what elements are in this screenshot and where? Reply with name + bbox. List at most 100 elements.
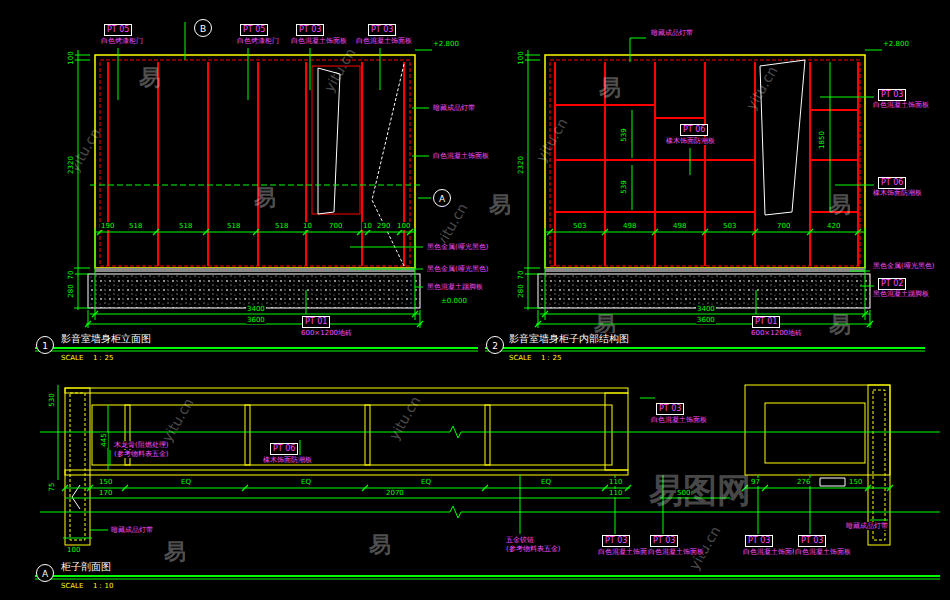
material-tag: PT 05 xyxy=(240,24,268,36)
tag-code: PT 01 xyxy=(755,317,777,326)
tag-code: PT 03 xyxy=(748,536,770,545)
dimension-text: 498 xyxy=(672,222,687,230)
view-title: 影音室墙身柜子内部结构图 xyxy=(508,333,630,345)
view-title: 影音室墙身柜立面图 xyxy=(60,333,152,345)
note-text: 白色混凝土饰面板 xyxy=(742,548,800,556)
dimension-text: 539 xyxy=(620,127,628,142)
tag-code: PT 06 xyxy=(273,444,295,453)
dimension-text: 70 xyxy=(517,270,525,281)
section-symbol: A xyxy=(433,189,451,207)
note-text: 橡木饰面防潮板 xyxy=(872,189,923,197)
note-text: 白色混凝土饰面板 xyxy=(355,37,413,45)
dimension-text: 503 xyxy=(572,222,587,230)
watermark: 易图网 xyxy=(648,470,752,511)
watermark: yitu.cn xyxy=(158,394,197,445)
dimension-text: 3600 xyxy=(696,316,716,324)
dimension-text: +2.800 xyxy=(432,40,460,48)
note-text: 白色混凝土饰面板 xyxy=(432,152,490,160)
watermark: 易 xyxy=(488,192,512,218)
dimension-text: 539 xyxy=(620,179,628,194)
note-text: 木龙骨(阻燃处理) xyxy=(113,441,169,449)
note-text: 白色烤漆柜门 xyxy=(100,37,144,45)
material-tag: PT 06 xyxy=(680,124,708,136)
dimension-text: 2320 xyxy=(517,155,525,175)
material-tag: PT 03 xyxy=(656,403,684,415)
note-text: 黑色混凝土踢脚板 xyxy=(872,290,930,298)
note-text: 暗藏成品灯带 xyxy=(110,526,154,534)
dimension-text: 150 xyxy=(98,478,113,486)
note-text: 五金铰链 xyxy=(505,536,535,544)
note-text: 黑色金属(哑光黑色) xyxy=(426,243,489,251)
material-tag: PT 02 xyxy=(878,278,906,290)
note-text: 白色混凝土饰面板 xyxy=(290,37,348,45)
dimension-text: 500 xyxy=(676,489,691,497)
tag-code: PT 05 xyxy=(107,25,129,34)
dimension-text: ±0.000 xyxy=(440,297,468,305)
watermark: 易 xyxy=(828,192,852,218)
note-text: 黑色金属(哑光黑色) xyxy=(426,265,489,273)
tag-code: PT 03 xyxy=(299,25,321,34)
note-text: 橡木饰面防潮板 xyxy=(665,137,716,145)
dimension-text: 518 xyxy=(178,222,193,230)
dimension-text: EQ xyxy=(540,478,552,486)
note-text: 橡木饰面防潮板 xyxy=(262,456,313,464)
material-tag: PT 03 xyxy=(602,535,630,547)
dimension-text: 100 xyxy=(67,50,75,65)
tag-code: PT 06 xyxy=(881,178,903,187)
material-tag: PT 06 xyxy=(878,177,906,189)
tag-code: PT 03 xyxy=(653,536,675,545)
tag-code: PT 06 xyxy=(683,125,705,134)
dimension-text: EQ xyxy=(420,478,432,486)
material-tag: PT 03 xyxy=(745,535,773,547)
dimension-text: 100 xyxy=(396,222,411,230)
dimension-text: 498 xyxy=(622,222,637,230)
watermark: 易 xyxy=(163,539,187,565)
note-text: 黑色金属(哑光黑色) xyxy=(872,262,935,270)
material-tag: PT 03 xyxy=(650,535,678,547)
symbol-letter: 2 xyxy=(492,341,498,351)
note-text: 暗藏成品灯带 xyxy=(650,29,694,37)
scale-text: 1：25 xyxy=(540,354,562,362)
dimension-text: 518 xyxy=(128,222,143,230)
material-tag: PT 01 xyxy=(752,316,780,328)
dimension-text: 97 xyxy=(750,478,761,486)
dimension-text: 100 xyxy=(517,50,525,65)
section-symbol: A xyxy=(36,564,54,582)
dimension-text: 110 xyxy=(608,478,623,486)
dimension-text: 280 xyxy=(517,283,525,298)
dimension-text: 700 xyxy=(776,222,791,230)
note-text: 600×1200地砖 xyxy=(750,329,803,337)
dimension-text: 420 xyxy=(826,222,841,230)
material-tag: PT 03 xyxy=(878,89,906,101)
note-text: 白色混凝土饰面板 xyxy=(647,548,705,556)
dimension-text: 503 xyxy=(722,222,737,230)
symbol-letter: B xyxy=(200,24,206,34)
symbol-letter: A xyxy=(439,194,445,204)
note-text: 暗藏成品灯带 xyxy=(432,104,476,112)
dimension-text: 3400 xyxy=(246,305,266,313)
note-text: 白色混凝土饰面板 xyxy=(872,101,930,109)
dimension-text: 518 xyxy=(274,222,289,230)
note-text: 黑色混凝土踢脚板 xyxy=(426,283,484,291)
dimension-text: 3400 xyxy=(696,305,716,313)
note-text: 暗藏成品灯带 xyxy=(845,522,889,530)
watermark: 易 xyxy=(138,65,162,91)
note-text: 600×1200地砖 xyxy=(300,329,353,337)
dimension-text: 280 xyxy=(67,283,75,298)
tag-code: PT 03 xyxy=(659,404,681,413)
symbol-letter: 1 xyxy=(42,341,48,351)
dimension-text: +2.800 xyxy=(882,40,910,48)
tag-code: PT 03 xyxy=(801,536,823,545)
dimension-text: 110 xyxy=(608,489,623,497)
material-tag: PT 03 xyxy=(798,535,826,547)
dimension-text: 290 xyxy=(376,222,391,230)
symbol-letter: A xyxy=(42,569,48,579)
watermark: 易 xyxy=(253,185,277,211)
watermark: yitu.cn xyxy=(532,114,571,165)
scale-text: SCALE xyxy=(60,582,84,590)
dimension-text: 2070 xyxy=(385,489,405,497)
watermark: 易 xyxy=(368,532,392,558)
dimension-text: 700 xyxy=(328,222,343,230)
dimension-text: EQ xyxy=(180,478,192,486)
scale-text: SCALE xyxy=(508,354,532,362)
